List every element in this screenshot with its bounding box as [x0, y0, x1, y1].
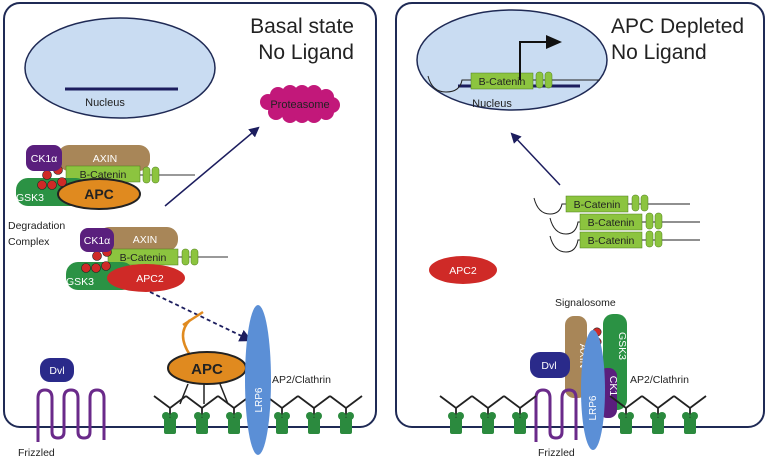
phospho-dot: [42, 170, 52, 180]
clathrin-triskelion: [185, 395, 219, 420]
frizzled-left: [36, 388, 106, 442]
phospho-dot: [57, 177, 67, 187]
frizzled-right-label: Frizzled: [538, 447, 575, 459]
phospho-dot: [91, 263, 101, 273]
degradation-label-line2: Complex: [8, 236, 50, 248]
apc-membrane-label: APC: [191, 361, 223, 378]
cytoplasmic-bcatenin-group: B-Catenin B-Catenin B-Catenin: [533, 194, 700, 253]
phospho-dot: [101, 261, 111, 271]
left-title-line2: No Ligand: [258, 41, 354, 64]
degradation-complex-2: AXIN B-Catenin GSK3 APC2 CK1α: [66, 227, 228, 292]
ap2-clathrin-left: AP2/Clathrin: [272, 374, 331, 386]
axin-2-label: AXIN: [133, 234, 158, 246]
bcatenin-2-label: B-Catenin: [120, 252, 167, 264]
axin-1-label: AXIN: [93, 153, 118, 165]
lrp6-left-label: LRP6: [254, 387, 265, 412]
axin-2: [98, 227, 178, 251]
ap2-receptors-right: [448, 412, 698, 434]
dvl-right: [530, 352, 570, 378]
nuclear-bcatenin-label: B-Catenin: [479, 76, 526, 88]
apc2-free: [429, 256, 497, 284]
clathrin-triskelion: [503, 395, 537, 420]
right-title-line2: No Ligand: [611, 41, 707, 64]
inhibition-bar: [182, 310, 204, 327]
ck1-2: [80, 228, 114, 252]
dvl-left-label: Dvl: [49, 365, 64, 377]
left-nucleus: Nucleus: [24, 17, 216, 119]
phospho-dot: [37, 180, 47, 190]
apc-1: [57, 178, 141, 210]
right-panel-border: [395, 2, 765, 428]
bcatenin-1-label: B-Catenin: [80, 169, 127, 181]
clathrin-triskelion: [471, 395, 505, 420]
transcription-arrow-icon: [546, 35, 562, 49]
gsk3-2-label: GSK3: [66, 276, 94, 288]
ap2-receptors-left: [162, 412, 354, 434]
ck1-signalosome-label: CK1: [607, 376, 619, 397]
arrow-to-nucleus: [510, 132, 561, 186]
clathrin-triskelion: [641, 395, 675, 420]
clathrin-triskelion: [217, 395, 251, 420]
cyto-bcatenin-2-label: B-Catenin: [588, 217, 635, 229]
right-nucleus: B-Catenin Nucleus: [416, 9, 608, 111]
dvl-left: [40, 358, 74, 382]
phospho-dot: [47, 180, 57, 190]
ck1-1-label: CK1α: [31, 153, 58, 165]
ck1-1: [26, 145, 62, 171]
proteasome: Proteasome: [260, 85, 340, 123]
right-title-line1: APC Depleted: [611, 15, 744, 38]
lrp6-left: [245, 305, 271, 455]
clathrin-triskelion: [439, 395, 473, 420]
left-title-line1: Basal state: [250, 15, 354, 38]
clathrin-triskelion: [153, 395, 187, 420]
clathrin-triskelion: [673, 395, 707, 420]
degradation-complex-1: AXIN B-Catenin GSK3 APC CK1α: [16, 145, 195, 210]
clathrin-triskelion: [329, 395, 363, 420]
axin-1: [58, 145, 150, 171]
phospho-dot: [81, 263, 91, 273]
arrow-to-proteasome: [164, 126, 260, 207]
ap2-clathrin-right: AP2/Clathrin: [630, 374, 689, 386]
nuclear-bcatenin: [470, 72, 534, 90]
clathrin-triskelion: [297, 395, 331, 420]
right-nucleus-label: Nucleus: [472, 98, 512, 110]
proteasome-label: Proteasome: [270, 99, 329, 111]
apc-1-label: APC: [84, 186, 114, 202]
cyto-bcatenin-1: [565, 195, 629, 213]
frizzled-right: [534, 388, 578, 442]
cyto-bcatenin-3: [579, 231, 643, 249]
cyto-bcatenin-1-label: B-Catenin: [574, 199, 621, 211]
lrp6-right-label: LRP6: [588, 395, 599, 420]
frizzled-left-label: Frizzled: [18, 447, 55, 459]
degradation-label-line1: Degradation: [8, 220, 65, 232]
apc2-1-label: APC2: [136, 273, 164, 285]
lrp6-right: [581, 330, 605, 450]
cyto-bcatenin-3-label: B-Catenin: [588, 235, 635, 247]
left-panel: Basal state No Ligand Nucleus Proteasome: [3, 2, 377, 459]
dashed-arrow-to-lrp6: [149, 291, 253, 342]
membrane-apc: APC: [167, 351, 247, 405]
left-panel-border: [3, 2, 377, 428]
clathrin-triskelion: [265, 395, 299, 420]
apc2-1: [107, 264, 185, 292]
phospho-dot: [92, 251, 102, 261]
dvl-right-label: Dvl: [541, 360, 556, 372]
ck1-2-label: CK1α: [84, 235, 111, 247]
cyto-bcatenin-2: [579, 213, 643, 231]
gsk3-1-label: GSK3: [16, 192, 44, 204]
gsk3-signalosome-label: GSK3: [616, 332, 628, 360]
right-panel: APC Depleted No Ligand B-Catenin Nucleus…: [395, 2, 765, 459]
apc2-free-label: APC2: [449, 265, 477, 277]
signalosome-label: Signalosome: [555, 297, 616, 309]
left-nucleus-label: Nucleus: [85, 97, 125, 109]
